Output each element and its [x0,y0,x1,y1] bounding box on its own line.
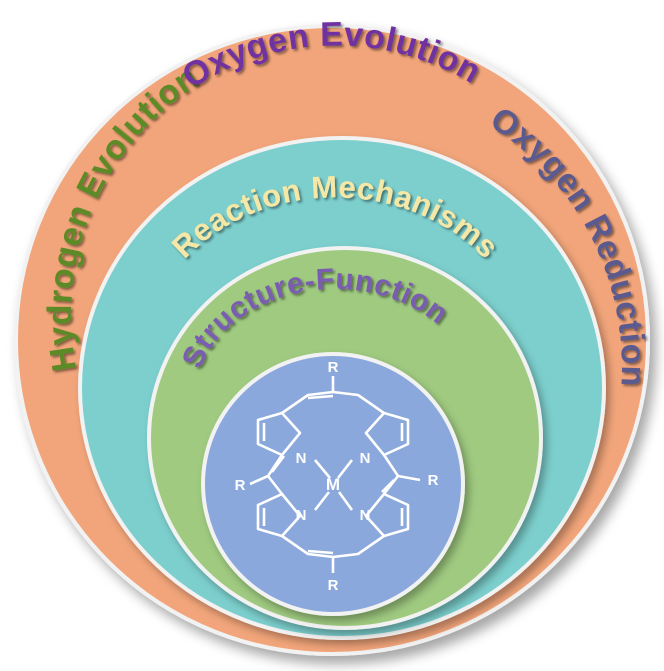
metal-label: M [326,475,340,494]
substituent-label-top: R [328,359,339,376]
nitrogen-label-bottom-right: N [360,507,371,524]
inner-circle [201,352,465,616]
substituent-label-right: R [428,472,439,489]
substituent-label-bottom: R [328,577,339,594]
substituent-label-left: R [235,477,246,494]
nitrogen-label-top-left: N [296,450,307,467]
nitrogen-label-top-right: N [360,450,371,467]
nitrogen-label-bottom-left: N [296,507,307,524]
porphyrin-structure-icon [249,376,421,573]
